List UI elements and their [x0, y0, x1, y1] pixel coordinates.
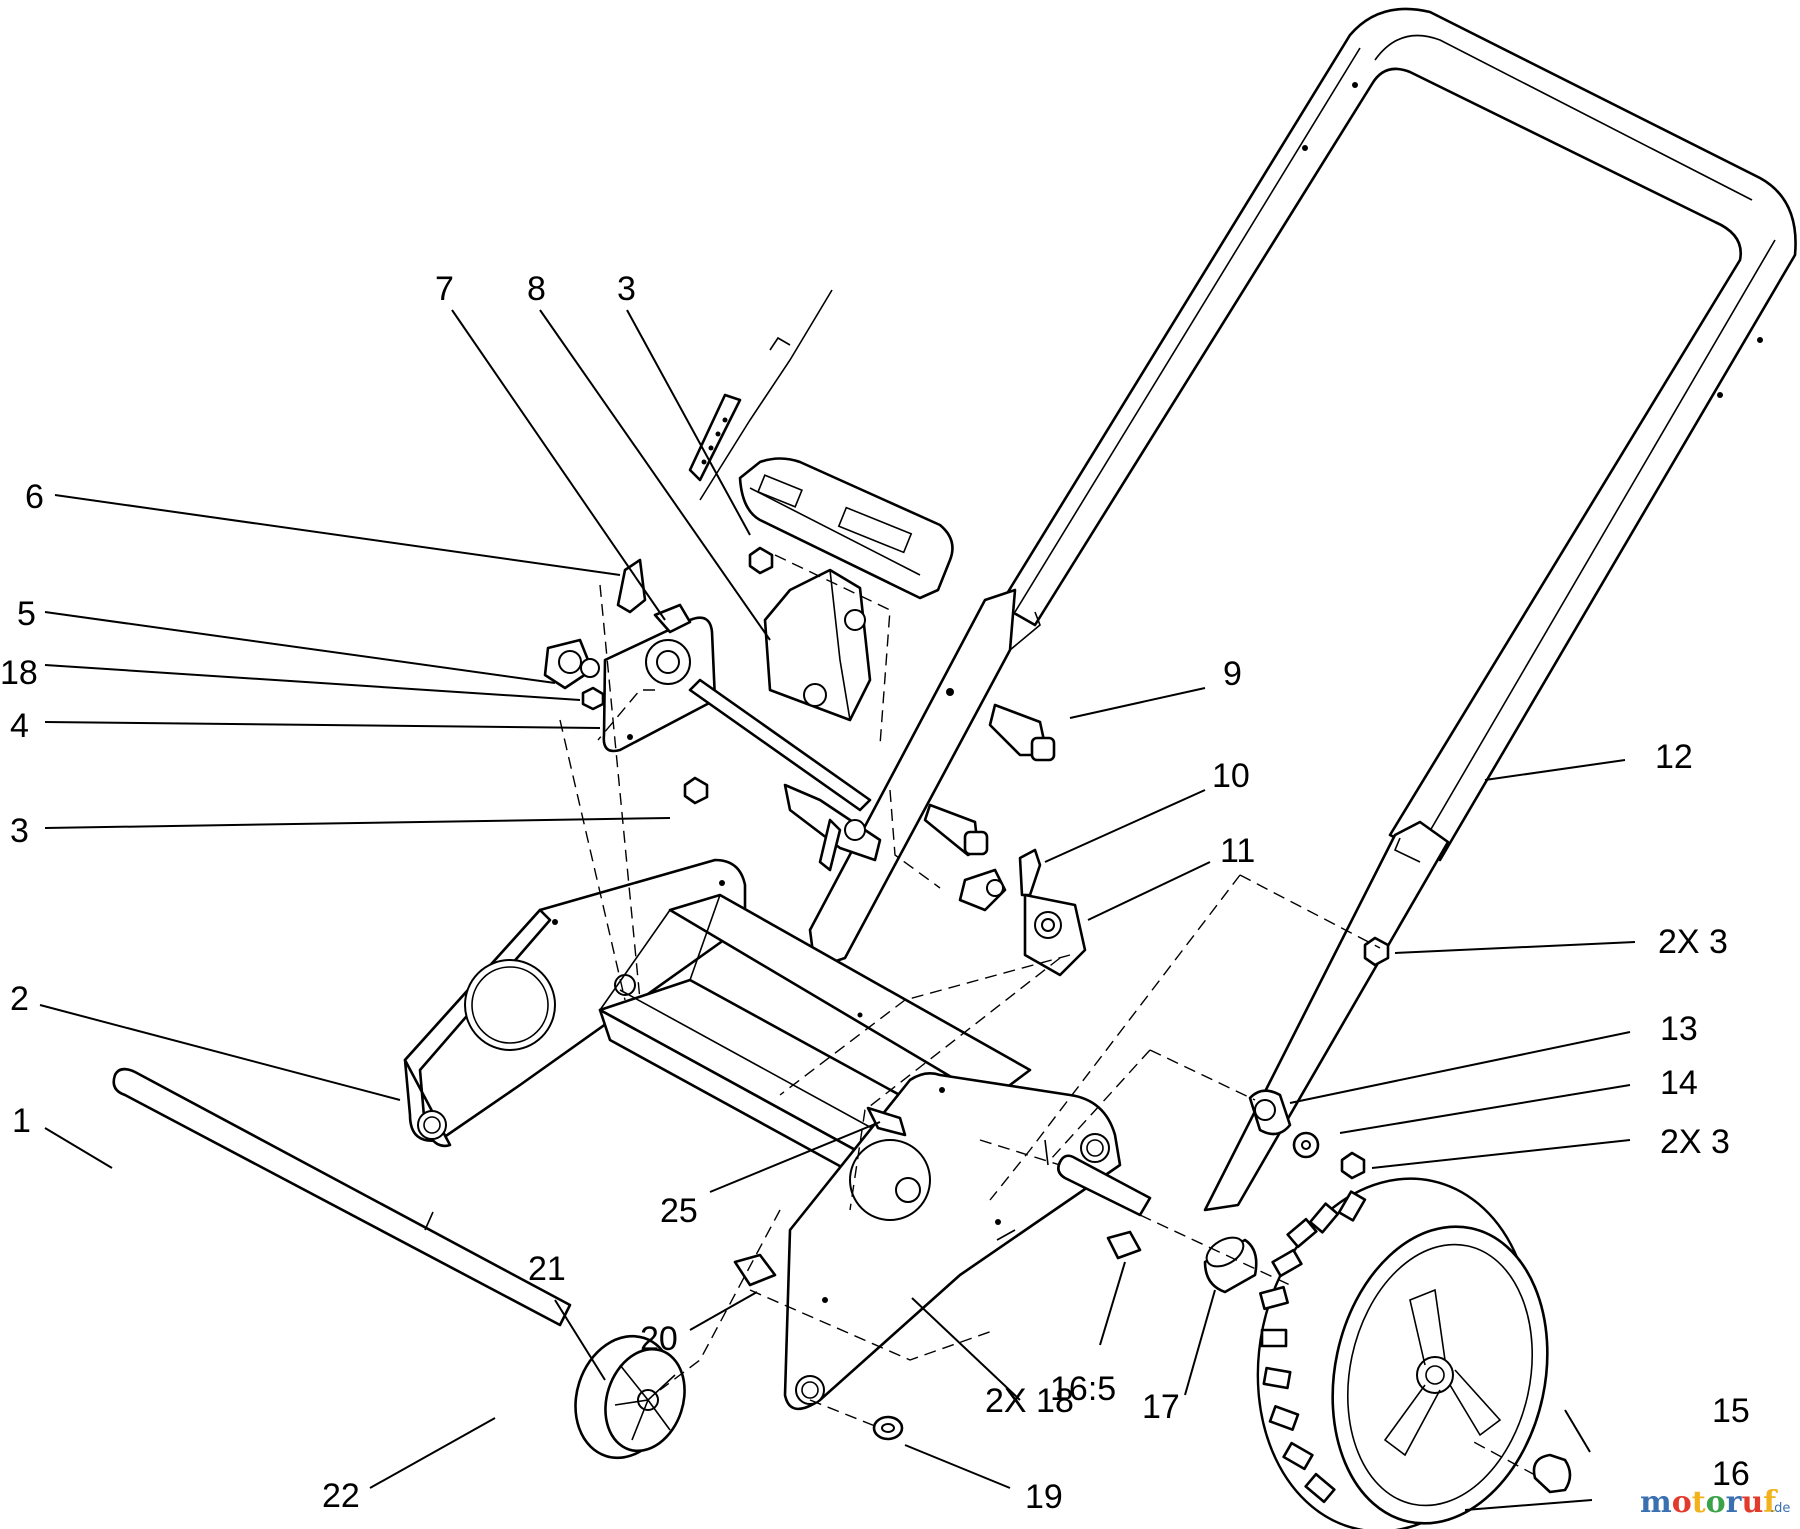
callout-19: 19: [1025, 1478, 1063, 1516]
callout-2x3-upper: 2X 3: [1658, 923, 1728, 961]
small-wheel-part-21: [574, 1334, 686, 1460]
callout-15: 15: [1712, 1392, 1750, 1430]
callout-1: 1: [12, 1102, 31, 1140]
callout-3-top: 3: [617, 270, 636, 308]
watermark-logo: motoruf .de: [1640, 1485, 1790, 1520]
callout-12: 12: [1655, 738, 1693, 776]
callout-14: 14: [1660, 1064, 1698, 1102]
callout-25: 25: [660, 1192, 698, 1230]
watermark-suffix: .de: [1770, 1501, 1790, 1516]
callout-16-5: 16:5: [1050, 1370, 1116, 1408]
hardware-bolts: [683, 546, 1390, 1180]
control-panel-part-8: [738, 457, 954, 722]
callout-9: 9: [1223, 655, 1242, 693]
big-wheel-part-16: [1256, 1177, 1549, 1529]
cable-rod: [616, 289, 833, 614]
shift-plate-part-4: [543, 603, 882, 872]
callout-2x3-lower: 2X 3: [1660, 1123, 1730, 1161]
callout-6: 6: [25, 478, 44, 516]
leader-lines: [39, 309, 1636, 1511]
callout-2: 2: [10, 980, 29, 1018]
frame-part-2: [403, 858, 1122, 1411]
callout-16: 16: [1712, 1455, 1750, 1493]
callout-13: 13: [1660, 1010, 1698, 1048]
callout-21: 21: [528, 1250, 566, 1288]
callout-2x-18: 2X 18: [985, 1382, 1074, 1420]
callout-17: 17: [1142, 1388, 1180, 1426]
callout-5: 5: [17, 595, 36, 633]
axle-part-1: [112, 1067, 572, 1327]
alignment-lines: [559, 554, 1536, 1476]
callout-7: 7: [435, 270, 454, 308]
callout-8: 8: [527, 270, 546, 308]
callout-11: 11: [1220, 832, 1255, 870]
callout-22: 22: [322, 1477, 360, 1515]
callout-10: 10: [1212, 757, 1250, 795]
callout-labels: 1 2 3 3 4 5 6 7 8 9 10 11 12 13 14 15 16…: [0, 270, 1750, 1516]
wheel-hardware: [733, 1154, 1572, 1494]
svg-text:motoruf: motoruf: [1640, 1485, 1778, 1520]
callout-20: 20: [640, 1320, 678, 1358]
callout-18: 18: [0, 654, 38, 692]
callout-3-left: 3: [10, 812, 29, 850]
callout-4: 4: [10, 707, 29, 745]
